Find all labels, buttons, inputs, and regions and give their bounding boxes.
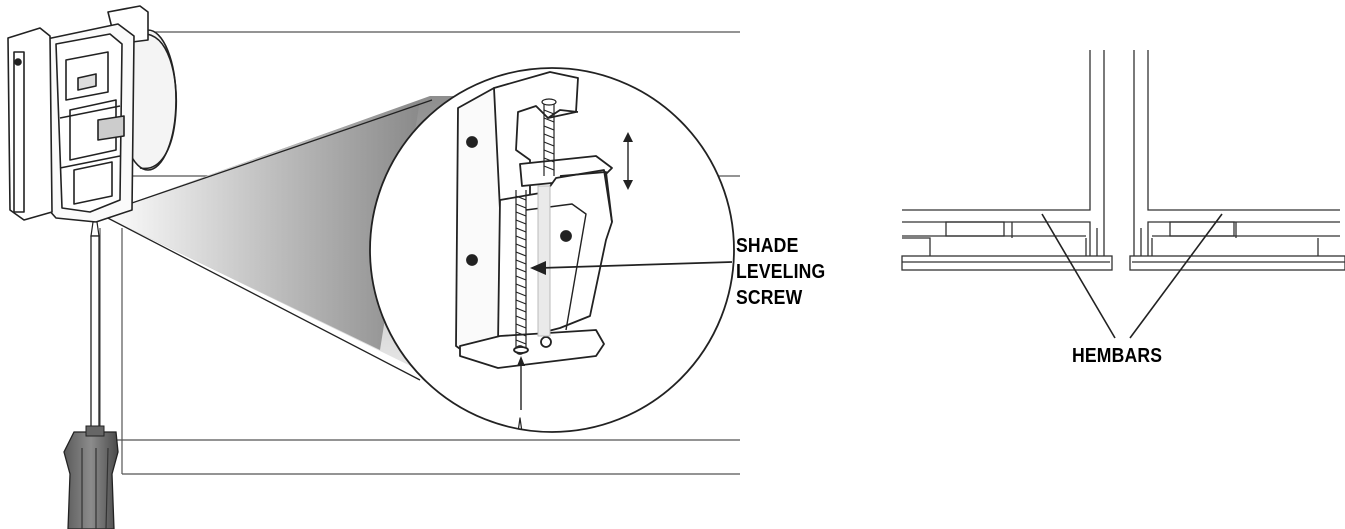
hembars-label: HEMBARS	[1072, 345, 1163, 367]
hembar-diagram	[901, 50, 1345, 339]
leveling-screw-thread	[515, 190, 527, 348]
shade-leveling-screw-label: SHADE LEVELING SCREW	[736, 233, 825, 311]
mounting-bracket	[7, 5, 178, 223]
screwdriver	[63, 221, 119, 529]
magnified-detail	[369, 67, 735, 433]
label-line: LEVELING	[736, 261, 826, 283]
label-line: SCREW	[736, 287, 803, 309]
label-line: SHADE	[736, 235, 799, 257]
